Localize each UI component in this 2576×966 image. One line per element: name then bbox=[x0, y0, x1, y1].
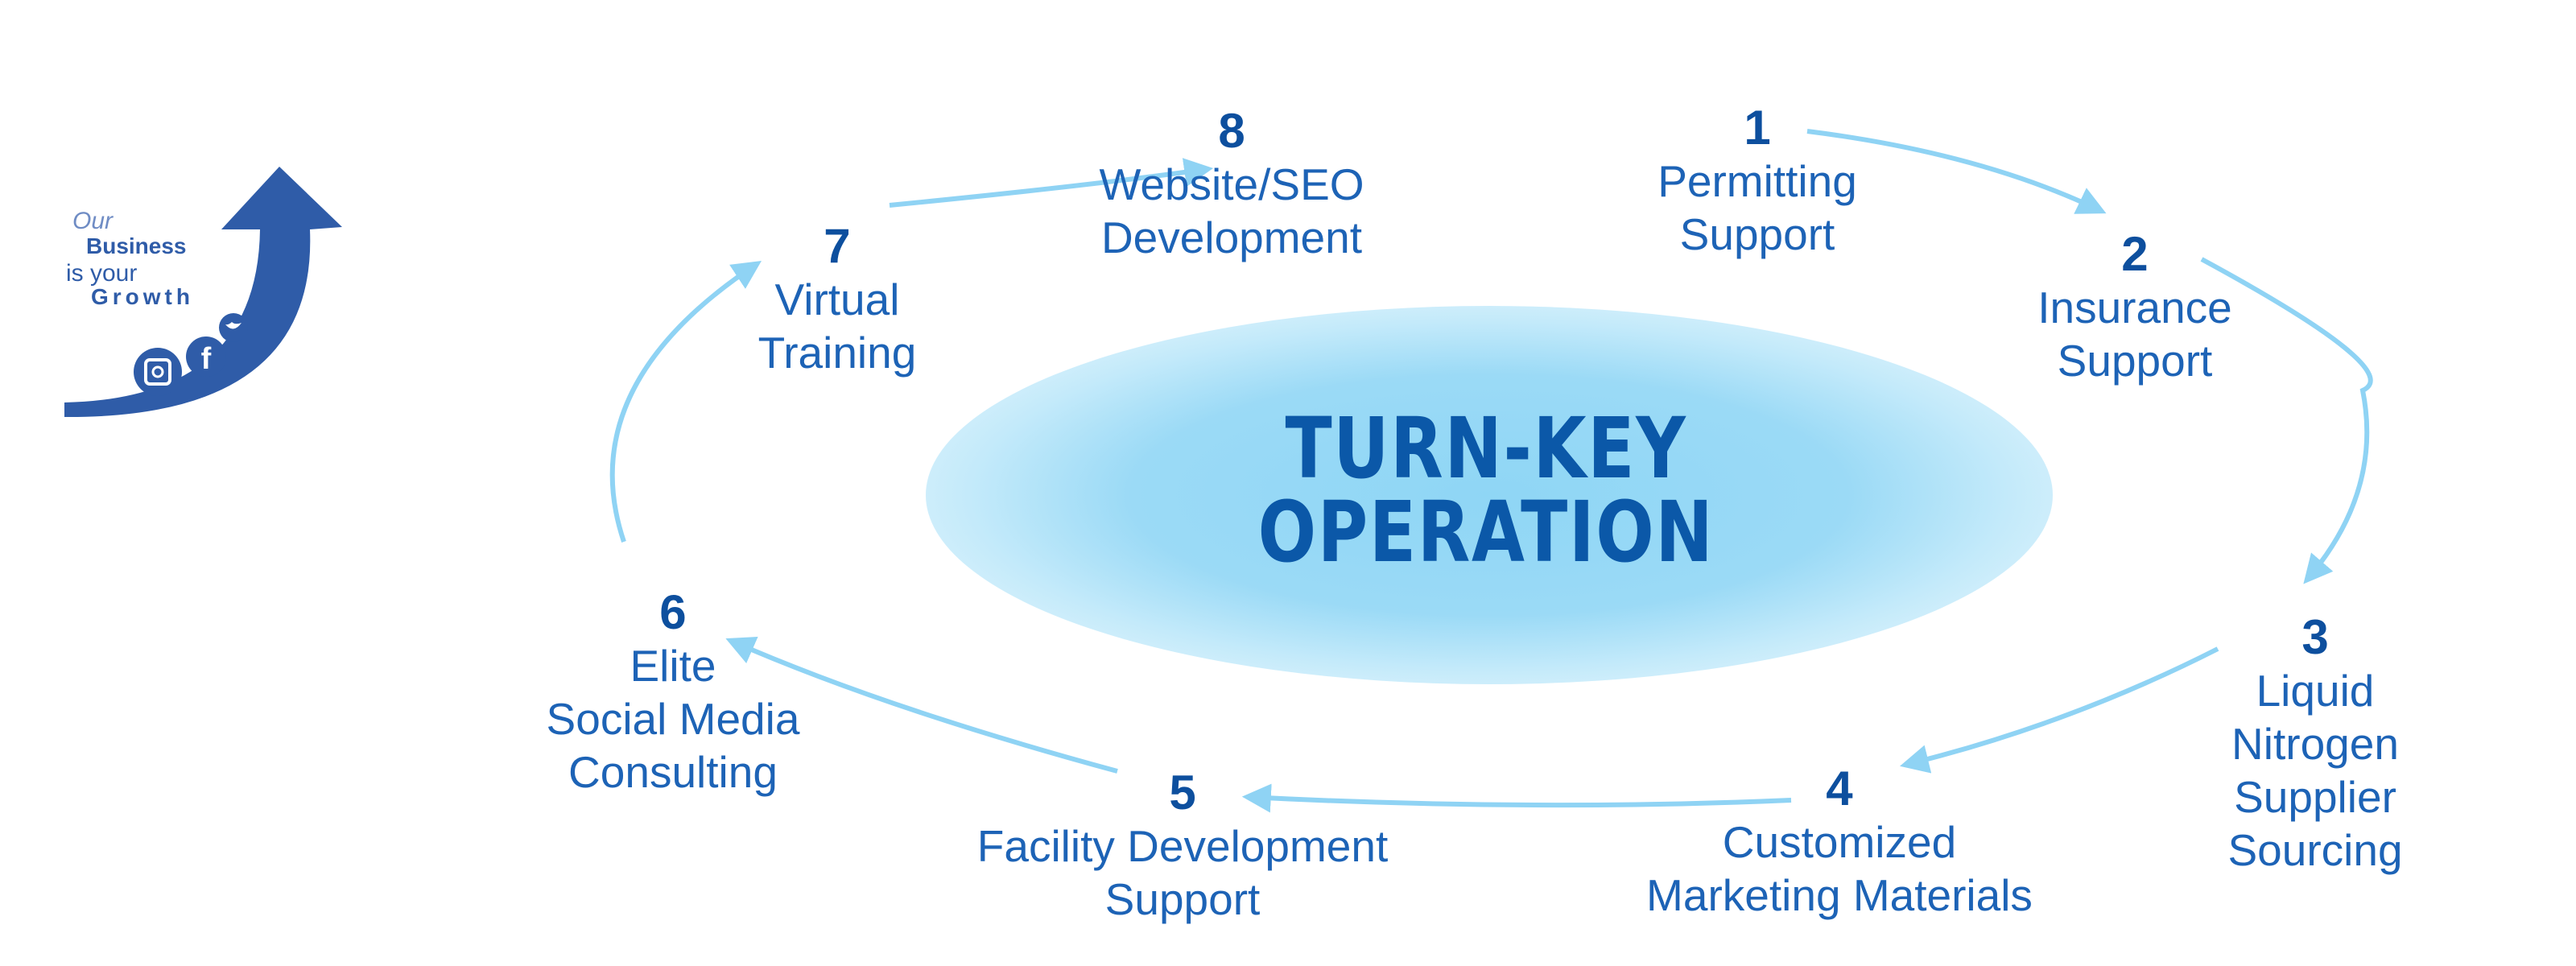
twitter-icon bbox=[219, 313, 248, 342]
arrow-6-to-7 bbox=[609, 261, 762, 543]
step-8: 8 Website/SEO Development bbox=[1099, 104, 1364, 263]
step-6: 6 Elite Social Media Consulting bbox=[546, 585, 800, 798]
center-glow bbox=[926, 306, 2053, 684]
arrow-8-to-1 bbox=[889, 158, 1214, 208]
facebook-icon: f bbox=[186, 336, 226, 377]
logo-business: Business bbox=[86, 233, 187, 258]
step-3: 3 Liquid Nitrogen Supplier Sourcing bbox=[2227, 610, 2403, 876]
svg-text:f: f bbox=[201, 342, 212, 376]
instagram-icon bbox=[134, 348, 182, 396]
center-title: TURN-KEY OPERATION bbox=[1257, 399, 1715, 581]
arrow-5-to-6 bbox=[725, 637, 1118, 774]
step-2: 2 Insurance Support bbox=[2037, 227, 2232, 386]
arrow-3-to-4 bbox=[1900, 646, 2219, 774]
step-5: 5 Facility Development Support bbox=[976, 766, 1389, 925]
step-4: 4 Customized Marketing Materials bbox=[1646, 762, 2033, 921]
logo-growth: Growth bbox=[91, 284, 194, 309]
logo-is-your: is your bbox=[66, 260, 138, 287]
arrow-4-to-5 bbox=[1241, 783, 1792, 813]
logo-our: Our bbox=[72, 208, 114, 234]
arrow-2-to-3 bbox=[2200, 257, 2373, 584]
step-1: 1 Permitting Support bbox=[1657, 101, 1857, 260]
step-7: 7 Virtual Training bbox=[758, 219, 917, 378]
arrow-1-to-2 bbox=[1806, 129, 2107, 214]
growth-arrow-icon bbox=[64, 167, 342, 418]
